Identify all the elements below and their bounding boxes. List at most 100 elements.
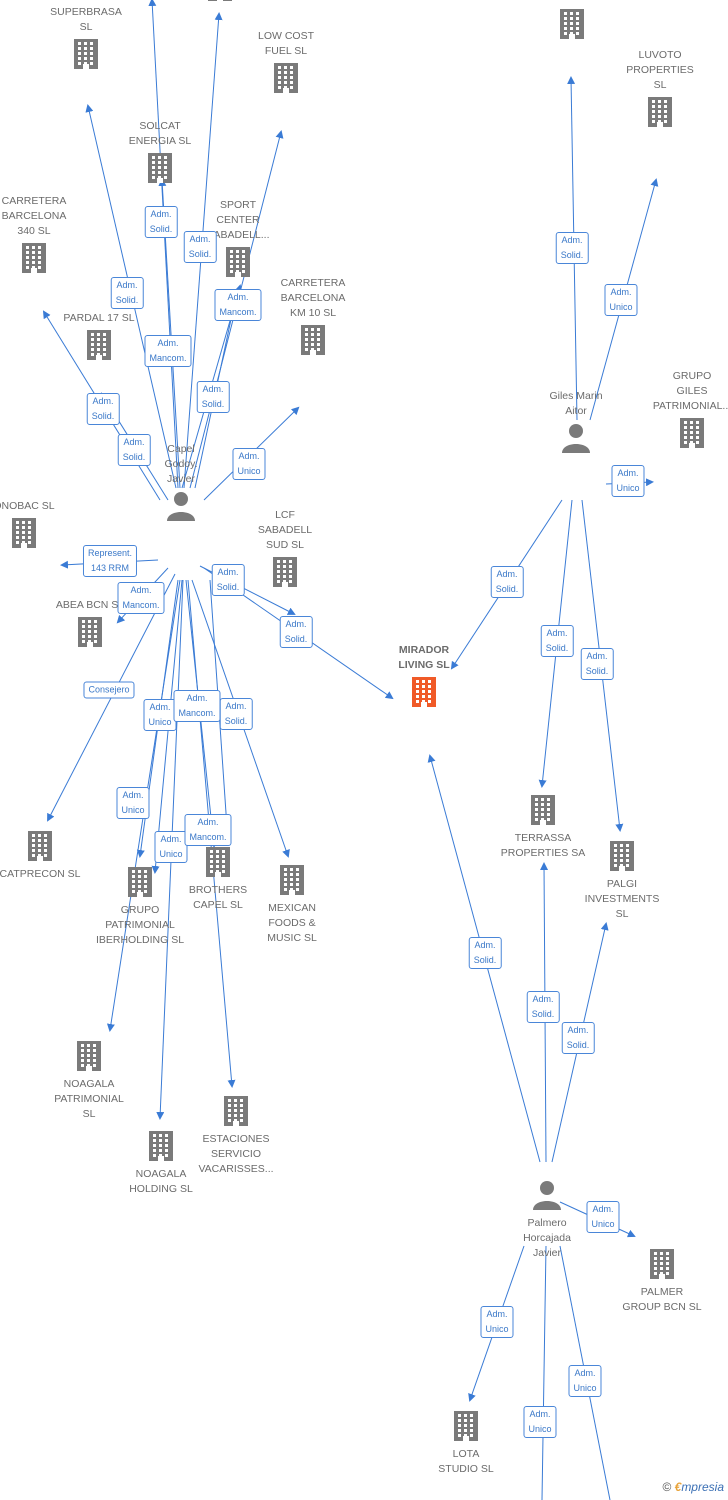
node-label: Palmero Horcajada Javier xyxy=(523,1217,571,1259)
node-catprecon[interactable]: CATPRECON SL xyxy=(0,827,95,882)
node-onobac[interactable]: ONOBAC SL xyxy=(0,499,79,554)
building-icon xyxy=(411,1410,521,1447)
node-estaciones[interactable]: ESTACIONES SERVICIO VACARISSES... xyxy=(181,1092,291,1177)
relation-badge[interactable]: Adm. Solid. xyxy=(219,698,253,730)
node-label: SUPERBRASA SL xyxy=(50,6,122,33)
relation-badge[interactable]: Adm. Mancom. xyxy=(173,690,221,722)
relation-badge[interactable]: Adm. Solid. xyxy=(110,277,144,309)
node-capel[interactable]: Capel Godoy. Javier xyxy=(126,442,236,527)
node-palmergroup[interactable]: PALMER GROUP BCN SL xyxy=(607,1245,717,1315)
relation-badge[interactable]: Adm. Unico xyxy=(480,1306,514,1338)
node-label: NOAGALA HOLDING SL xyxy=(129,1168,193,1195)
relation-badge[interactable]: Adm. Solid. xyxy=(196,381,230,413)
node-lota[interactable]: LOTA STUDIO SL xyxy=(411,1407,521,1477)
node-superbrasa[interactable]: SUPERBRASA SL xyxy=(31,5,141,75)
node-label: CARRETERA BARCELONA 340 SL xyxy=(1,195,67,237)
relation-badge[interactable]: Adm. Unico xyxy=(154,831,188,863)
node-giles[interactable]: Giles Marin Aitor xyxy=(521,389,631,459)
relation-badge[interactable]: Adm. Unico xyxy=(611,465,645,497)
building-icon xyxy=(105,152,215,189)
building-icon xyxy=(183,246,293,283)
brand-name: mpresia xyxy=(681,1480,724,1494)
node-lowcost[interactable]: LOW COST FUEL SL xyxy=(231,29,341,99)
building-icon xyxy=(35,616,145,653)
node-label: LCF SABADELL SUD SL xyxy=(257,509,313,551)
building-icon xyxy=(488,794,598,831)
relation-badge[interactable]: Adm. Unico xyxy=(568,1365,602,1397)
building-icon xyxy=(31,38,141,75)
relation-badge[interactable]: Adm. Unico xyxy=(523,1406,557,1438)
node-mirador[interactable]: MIRADOR LIVING SL xyxy=(369,643,479,713)
node-grupoiber[interactable]: GRUPO PATRIMONIAL IBERHOLDING SL xyxy=(85,863,195,948)
relation-badge[interactable]: Adm. Solid. xyxy=(211,564,245,596)
person-icon xyxy=(126,490,236,527)
relation-badge[interactable]: Adm. Unico xyxy=(232,448,266,480)
node-pardal[interactable]: PARDAL 17 SL xyxy=(44,311,154,366)
node-palmero[interactable]: Palmero Horcajada Javier xyxy=(492,1176,602,1261)
node-palgi[interactable]: PALGI INVESTMENTS SL xyxy=(567,837,677,922)
relation-badge[interactable]: Adm. Solid. xyxy=(144,206,178,238)
relation-badge[interactable]: Adm. Solid. xyxy=(279,616,313,648)
node-noagalapat[interactable]: NOAGALA PATRIMONIAL SL xyxy=(34,1037,144,1122)
node-label: SPORT CENTER SABADELL... xyxy=(206,199,270,241)
relation-badge[interactable]: Adm. Solid. xyxy=(490,566,524,598)
relation-badge[interactable]: Adm. Unico xyxy=(604,284,638,316)
copyright-mark: © xyxy=(662,1480,672,1494)
node-top[interactable] xyxy=(165,0,275,7)
node-carretera340[interactable]: CARRETERA BARCELONA 340 SL xyxy=(0,194,89,279)
relation-badge[interactable]: Adm. Solid. xyxy=(580,648,614,680)
relation-badge[interactable]: Adm. Solid. xyxy=(561,1022,595,1054)
empresia-logo: © €mpresia xyxy=(662,1480,724,1494)
building-icon xyxy=(163,846,273,883)
relation-badge[interactable]: Adm. Solid. xyxy=(468,937,502,969)
person-icon xyxy=(492,1179,602,1216)
node-grupogiles[interactable]: GRUPO GILES PATRIMONIAL... xyxy=(637,369,728,454)
building-icon xyxy=(181,1095,291,1132)
relation-badge[interactable]: Adm. Mancom. xyxy=(117,582,165,614)
building-icon xyxy=(231,62,341,99)
relation-badge[interactable]: Adm. Solid. xyxy=(555,232,589,264)
relation-badge[interactable]: Adm. Mancom. xyxy=(144,335,192,367)
building-icon xyxy=(44,329,154,366)
relation-badge[interactable]: Adm. Solid. xyxy=(86,393,120,425)
node-lcf[interactable]: LCF SABADELL SUD SL xyxy=(230,508,340,593)
relation-badge[interactable]: Consejero xyxy=(83,681,135,699)
person-icon xyxy=(521,422,631,459)
node-luvoto[interactable]: LUVOTO PROPERTIES SL xyxy=(605,48,715,133)
node-label: PALMER GROUP BCN SL xyxy=(622,1286,702,1313)
node-noagalahold[interactable]: NOAGALA HOLDING SL xyxy=(106,1127,216,1197)
node-label: GRUPO GILES PATRIMONIAL... xyxy=(652,370,728,412)
relation-badge[interactable]: Adm. Unico xyxy=(586,1201,620,1233)
building-icon xyxy=(165,0,275,7)
relation-badge[interactable]: Adm. Unico xyxy=(143,699,177,731)
relation-badge[interactable]: Adm. Solid. xyxy=(117,434,151,466)
node-label: ESTACIONES SERVICIO VACARISSES... xyxy=(198,1133,274,1175)
relation-badge[interactable]: Adm. Mancom. xyxy=(214,289,262,321)
building-icon xyxy=(230,556,340,593)
node-abea[interactable]: ABEA BCN SL xyxy=(35,598,145,653)
node-sport[interactable]: SPORT CENTER SABADELL... xyxy=(183,198,293,283)
node-brothers[interactable]: BROTHERS CAPEL SL xyxy=(163,843,273,913)
node-label: TERRASSA PROPERTIES SA xyxy=(500,832,586,859)
relation-badge[interactable]: Adm. Mancom. xyxy=(184,814,232,846)
node-terrassa[interactable]: TERRASSA PROPERTIES SA xyxy=(488,791,598,861)
node-label: MEXICAN FOODS & MUSIC SL xyxy=(267,902,317,944)
relation-badge[interactable]: Adm. Solid. xyxy=(526,991,560,1023)
node-carreterakm10[interactable]: CARRETERA BARCELONA KM 10 SL xyxy=(258,276,368,361)
node-solcat[interactable]: SOLCAT ENERGIA SL xyxy=(105,119,215,189)
building-icon xyxy=(34,1040,144,1077)
brand-initial: € xyxy=(674,1480,682,1494)
node-label: PARDAL 17 SL xyxy=(63,312,135,324)
node-mexican[interactable]: MEXICAN FOODS & MUSIC SL xyxy=(237,861,347,946)
building-icon xyxy=(85,866,195,903)
relation-badge[interactable]: Adm. Solid. xyxy=(540,625,574,657)
relation-badge[interactable]: Adm. Solid. xyxy=(183,231,217,263)
relation-badge[interactable]: Represent. 143 RRM xyxy=(82,545,138,577)
building-icon xyxy=(607,1248,717,1285)
building-icon xyxy=(237,864,347,901)
node-label: BROTHERS CAPEL SL xyxy=(188,884,248,911)
node-inversiones[interactable]: INVERSIONES SL xyxy=(517,0,627,45)
relation-badge[interactable]: Adm. Unico xyxy=(116,787,150,819)
node-label: LOTA STUDIO SL xyxy=(438,1448,494,1475)
